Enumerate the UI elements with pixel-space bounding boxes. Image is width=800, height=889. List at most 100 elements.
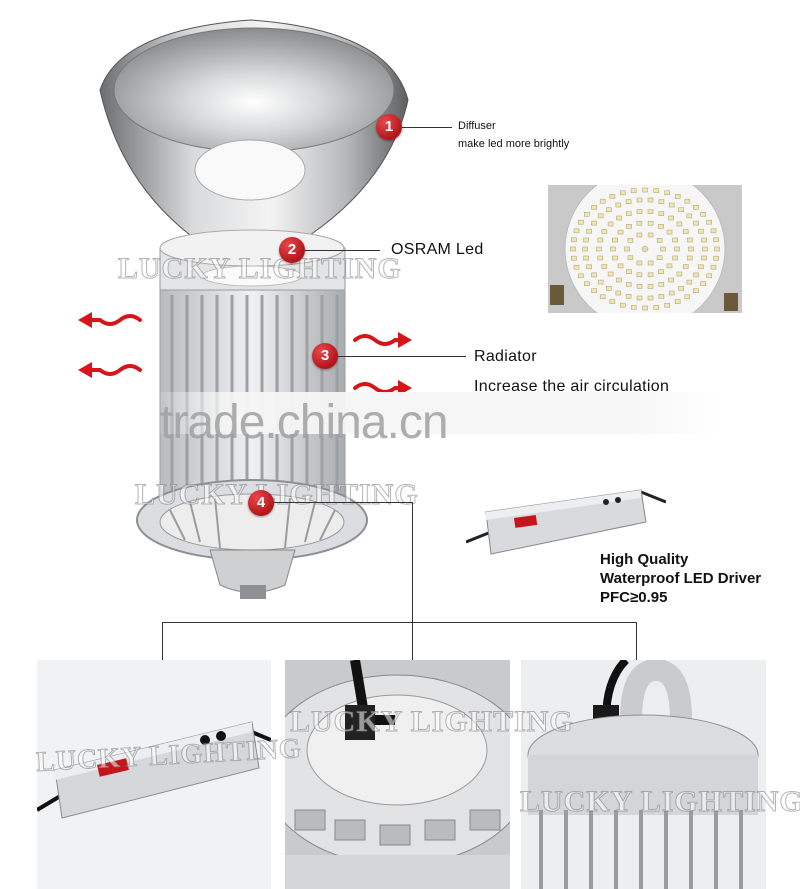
brand-watermark-4: LUCKY LIGHTING	[290, 705, 574, 739]
led-chip	[642, 187, 648, 193]
led-chip	[616, 215, 622, 221]
led-chip	[616, 277, 622, 283]
led-chip	[582, 246, 588, 252]
led-chip	[710, 228, 717, 234]
led-chip	[653, 188, 660, 194]
led-chip	[636, 260, 643, 266]
led-chip	[642, 305, 648, 311]
led-chip	[676, 271, 683, 277]
led-chip	[636, 272, 643, 278]
led-chip	[607, 221, 614, 227]
led-chip	[688, 246, 694, 252]
led-chip	[625, 199, 632, 204]
led-chip	[698, 228, 704, 234]
led-chip	[583, 255, 589, 261]
led-chip	[682, 229, 689, 234]
led-chip	[573, 228, 580, 234]
heatsink-top-photo	[285, 660, 510, 889]
bracket-drop-1	[162, 622, 163, 660]
led-chip	[676, 221, 683, 227]
driver-line-3: PFC≥0.95	[600, 589, 668, 606]
callout-badge-2: 2	[279, 237, 305, 263]
led-chip	[684, 294, 691, 300]
led-chip	[666, 229, 673, 235]
led-chip	[658, 282, 665, 287]
led-chip	[701, 237, 707, 243]
led-chip	[658, 294, 665, 299]
led-chip	[647, 272, 654, 278]
led-chip	[617, 263, 624, 269]
led-chip	[583, 281, 590, 286]
watermark-band	[150, 392, 720, 434]
led-chip	[601, 229, 608, 234]
led-chip	[674, 194, 681, 199]
osram-led-title: OSRAM Led	[391, 241, 484, 258]
brand-watermark-1: LUCKY LIGHTING	[118, 252, 402, 286]
led-chip	[573, 264, 580, 270]
led-chip	[636, 295, 643, 301]
callout-line-3	[338, 356, 466, 357]
callout-line-4b	[412, 502, 413, 622]
led-chip	[596, 246, 602, 252]
led-chip	[636, 209, 643, 214]
led-chip	[686, 213, 693, 219]
led-chip	[668, 215, 674, 221]
led-driver-image	[466, 489, 666, 555]
callout-line-1	[402, 127, 452, 128]
lamp-hook-graphic	[521, 660, 766, 889]
led-chip	[647, 260, 654, 266]
led-chip	[647, 232, 654, 238]
led-chip	[597, 279, 604, 285]
led-chip	[647, 197, 654, 203]
led-chip	[607, 271, 614, 277]
led-chip	[693, 288, 699, 293]
led-chip	[664, 302, 670, 308]
led-chip	[591, 220, 597, 226]
led-chip	[658, 211, 665, 217]
led-chip	[686, 279, 693, 285]
led-chip	[672, 255, 678, 261]
led-chip	[601, 264, 608, 269]
led-chip	[620, 302, 626, 308]
led-chip	[693, 220, 699, 226]
led-chip	[658, 223, 664, 229]
led-chip	[583, 211, 590, 217]
driver-closeup-graphic	[37, 660, 271, 889]
led-chip	[702, 246, 708, 252]
led-chip	[586, 264, 592, 270]
led-chip	[625, 211, 632, 217]
led-chip	[668, 277, 674, 283]
led-chip	[626, 269, 632, 274]
led-chip	[615, 290, 622, 296]
led-chip	[686, 255, 693, 261]
led-chip	[701, 255, 707, 261]
led-chip	[625, 294, 632, 299]
led-chip	[597, 255, 604, 261]
led-chip	[647, 284, 654, 289]
led-chip	[700, 211, 706, 217]
led-chip	[570, 246, 576, 252]
led-chip	[653, 305, 660, 310]
arrow-right-1	[353, 334, 407, 346]
led-chip	[609, 299, 616, 304]
led-chip	[636, 220, 643, 226]
led-chip	[713, 255, 719, 261]
led-chip	[571, 255, 577, 261]
led-chip	[605, 207, 612, 213]
bracket-drop-2	[412, 622, 413, 660]
callout-line-4a	[274, 502, 412, 503]
led-chip	[591, 288, 597, 293]
diffuser-reflector	[99, 19, 409, 236]
led-chip	[617, 229, 624, 235]
led-chip	[678, 286, 684, 291]
driver-housing-ring	[136, 479, 368, 599]
led-chip	[630, 188, 637, 194]
led-chip	[599, 294, 606, 300]
diffuser-subtitle: make led more brightly	[458, 138, 570, 150]
led-chip	[627, 255, 634, 260]
led-chip	[571, 237, 577, 243]
site-watermark: trade.china.cn	[160, 396, 449, 449]
led-chip	[625, 282, 632, 287]
driver-line-1: High Quality	[600, 551, 689, 568]
callout-line-2	[305, 250, 380, 251]
